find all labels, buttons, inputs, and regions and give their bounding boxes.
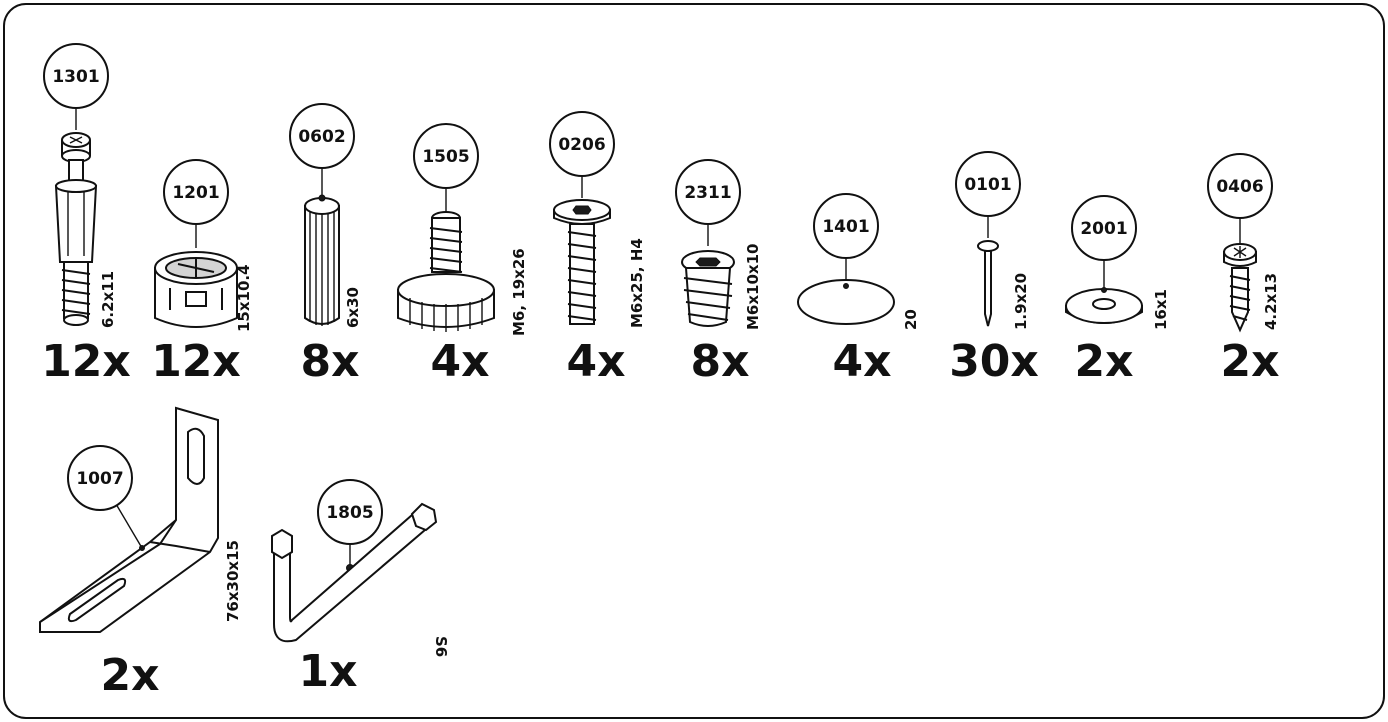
part-1201-code-circle bbox=[163, 159, 229, 225]
part-0602-dimension: 6x30 bbox=[344, 287, 362, 328]
part-1805-quantity: 1x bbox=[299, 646, 358, 697]
part-1007-code: 1007 bbox=[76, 469, 123, 489]
part-1201: 1201 15x10.4 12x bbox=[151, 159, 253, 387]
part-1007-code-circle bbox=[67, 445, 133, 511]
part-1301-quantity: 12x bbox=[41, 336, 131, 387]
part-1401: 1401 20 4x bbox=[797, 193, 920, 387]
part-1805-dimension: S6 bbox=[432, 636, 450, 657]
part-1007: 1007 76x30x15 2x bbox=[39, 406, 242, 701]
part-0602-quantity: 8x bbox=[301, 336, 360, 387]
part-2001: 2001 16x1 2x bbox=[1065, 195, 1170, 387]
washer-icon bbox=[1065, 287, 1143, 324]
part-2001-dimension: 16x1 bbox=[1152, 289, 1170, 330]
part-0101-quantity: 30x bbox=[949, 336, 1039, 387]
part-2311-code: 2311 bbox=[684, 183, 731, 203]
nail-icon bbox=[977, 240, 999, 327]
part-1301-code-circle bbox=[43, 43, 109, 109]
part-0206: 0206 M6x25, H4 4x bbox=[549, 111, 646, 387]
part-1805-code-circle bbox=[317, 479, 383, 545]
part-2001-code: 2001 bbox=[1080, 219, 1127, 239]
part-1505-dimension: M6, 19x26 bbox=[510, 248, 528, 336]
felt-pad-icon bbox=[797, 279, 895, 325]
threaded-insert-icon bbox=[681, 250, 735, 327]
part-0406-quantity: 2x bbox=[1221, 336, 1280, 387]
part-2311-dimension: M6x10x10 bbox=[744, 244, 762, 330]
part-0101-dimension: 1.9x20 bbox=[1012, 273, 1030, 330]
adjustable-foot-icon bbox=[397, 211, 495, 332]
part-1401-dimension: 20 bbox=[902, 309, 920, 330]
part-0206-quantity: 4x bbox=[567, 336, 626, 387]
part-1805-code: 1805 bbox=[326, 503, 373, 523]
part-1301-code: 1301 bbox=[52, 67, 99, 87]
part-1505: 1505 M6, 19x26 4x bbox=[397, 123, 528, 387]
part-0206-code: 0206 bbox=[558, 135, 605, 155]
wood-dowel-icon bbox=[304, 194, 340, 326]
part-0406-dimension: 4.2x13 bbox=[1262, 273, 1280, 330]
part-2001-code-circle bbox=[1071, 195, 1137, 261]
part-1505-code-circle bbox=[413, 123, 479, 189]
cam-bolt-icon bbox=[54, 132, 98, 326]
part-2311: 2311 M6x10x10 8x bbox=[675, 159, 762, 387]
part-2001-quantity: 2x bbox=[1075, 336, 1134, 387]
connector-bolt-icon bbox=[553, 199, 611, 325]
part-0602-code-circle bbox=[289, 103, 355, 169]
l-bracket-icon bbox=[39, 406, 219, 633]
part-0206-dimension: M6x25, H4 bbox=[628, 238, 646, 328]
part-1007-quantity: 2x bbox=[101, 650, 160, 701]
part-1505-quantity: 4x bbox=[431, 336, 490, 387]
part-1505-code: 1505 bbox=[422, 147, 469, 167]
part-1007-dimension: 76x30x15 bbox=[224, 540, 242, 622]
part-0406-code: 0406 bbox=[1216, 177, 1263, 197]
part-0206-code-circle bbox=[549, 111, 615, 177]
part-2311-code-circle bbox=[675, 159, 741, 225]
part-1301-dimension: 6.2x11 bbox=[99, 271, 117, 328]
cam-lock-icon bbox=[154, 251, 238, 328]
part-1201-code: 1201 bbox=[172, 183, 219, 203]
hex-key-icon bbox=[271, 502, 438, 643]
part-1401-code-circle bbox=[813, 193, 879, 259]
part-1201-quantity: 12x bbox=[151, 336, 241, 387]
part-1401-code: 1401 bbox=[822, 217, 869, 237]
part-0101: 0101 1.9x20 30x bbox=[949, 151, 1039, 387]
part-0101-code-circle bbox=[955, 151, 1021, 217]
part-0602: 0602 6x30 8x bbox=[289, 103, 362, 387]
part-1805: 1805 S6 1x bbox=[271, 479, 450, 697]
part-0406: 0406 4.2x13 2x bbox=[1207, 153, 1280, 387]
wood-screw-icon bbox=[1223, 243, 1257, 333]
part-1201-dimension: 15x10.4 bbox=[235, 264, 253, 332]
part-0602-code: 0602 bbox=[298, 127, 345, 147]
part-2311-quantity: 8x bbox=[691, 336, 750, 387]
part-1301: 1301 6.2x11 12x bbox=[41, 43, 131, 387]
part-0406-code-circle bbox=[1207, 153, 1273, 219]
part-0101-code: 0101 bbox=[964, 175, 1011, 195]
part-1401-quantity: 4x bbox=[833, 336, 892, 387]
